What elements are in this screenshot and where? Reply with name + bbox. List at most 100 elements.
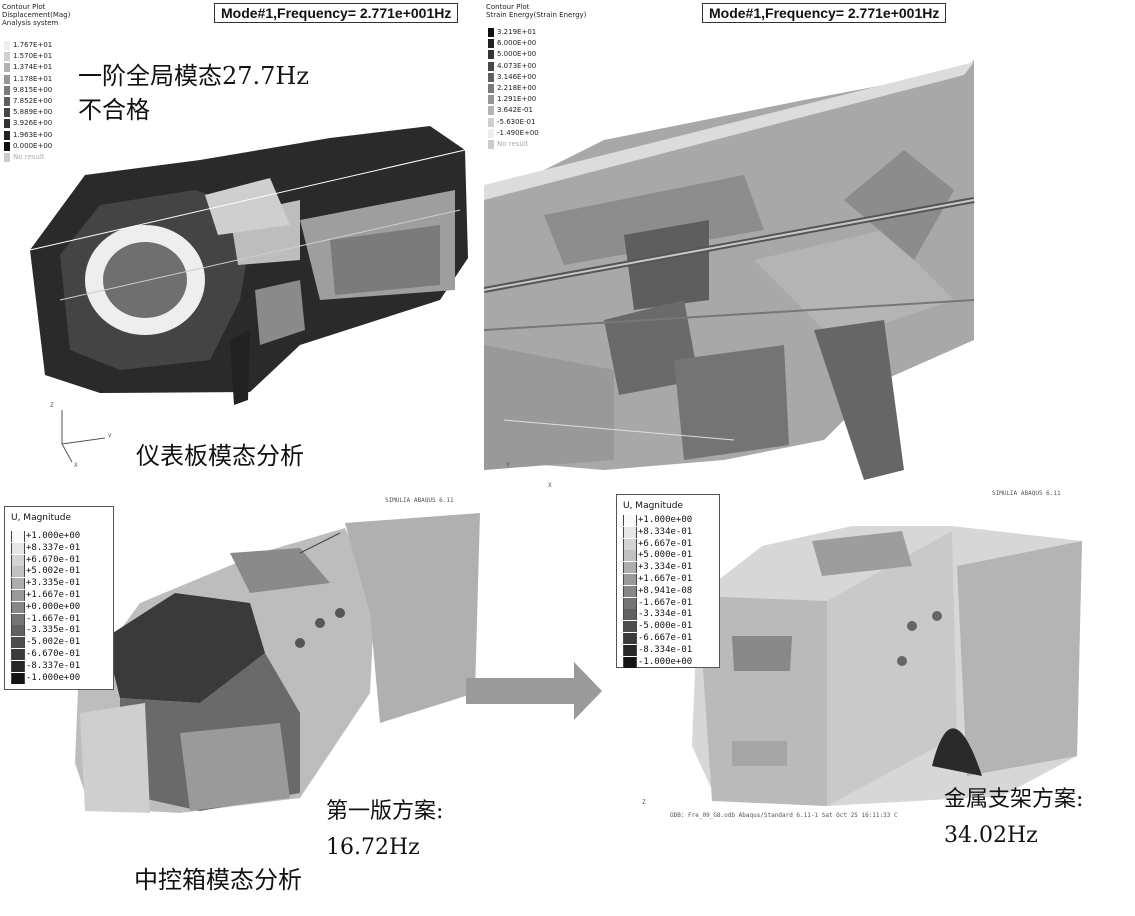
legend-value: +1.667e-01 bbox=[26, 590, 81, 600]
legend-value: -6.670e-01 bbox=[26, 649, 81, 659]
legend-value: 1.767E+01 bbox=[13, 41, 53, 49]
ip-displacement-render bbox=[29, 126, 468, 463]
legend-swatch bbox=[623, 609, 637, 621]
legend-value: 1.374E+01 bbox=[13, 63, 53, 72]
legend-value: +3.334e-01 bbox=[638, 562, 693, 573]
triad-y-label: Y bbox=[108, 433, 112, 440]
legend-value: 3.146E+00 bbox=[497, 72, 537, 81]
v1-scheme-label-line-1: 第一版方案: bbox=[326, 799, 444, 824]
panel-ip-strain-energy: Contour Plot Strain Energy(Strain Energy… bbox=[484, 0, 1134, 490]
metal-scheme-label-line-1: 金属支架方案: bbox=[944, 787, 1084, 812]
legend-value: -3.335e-01 bbox=[26, 625, 81, 636]
legend-value: -5.630E-01 bbox=[497, 117, 536, 126]
legend-value: -1.667e-01 bbox=[26, 613, 81, 624]
legend-value: -5.000e-01 bbox=[638, 621, 693, 632]
legend-value: 9.815E+00 bbox=[13, 85, 53, 94]
legend-swatch bbox=[4, 97, 10, 106]
legend-value: +0.000e+00 bbox=[26, 601, 81, 612]
legend-swatch bbox=[623, 562, 637, 574]
ip-header-line-2: Displacement(Mag) bbox=[2, 11, 71, 19]
legend-swatch bbox=[11, 590, 25, 601]
legend-value: 1.291E+00 bbox=[497, 95, 537, 104]
triad-x-label: X bbox=[74, 462, 78, 469]
legend-value: +8.941e-08 bbox=[638, 585, 693, 596]
legend-swatch bbox=[11, 554, 25, 566]
legend-swatch bbox=[488, 84, 494, 93]
legend-swatch bbox=[11, 649, 25, 660]
legend-value: 1.963E+00 bbox=[13, 130, 53, 139]
legend-swatch bbox=[4, 141, 10, 151]
global-mode-label-line-1: 一阶全局模态27.7Hz bbox=[76, 56, 312, 91]
legend-value: 3.219E+01 bbox=[497, 28, 537, 36]
metal-legend-title: U, Magnitude bbox=[623, 501, 683, 511]
legend-value: 4.073E+00 bbox=[497, 61, 537, 70]
legend-swatch bbox=[4, 153, 10, 162]
legend-swatch bbox=[11, 566, 25, 578]
legend-swatch bbox=[11, 578, 25, 590]
legend-swatch bbox=[11, 637, 25, 649]
legend-value: -1.490E+00 bbox=[497, 128, 539, 137]
legend-value: -8.334e-01 bbox=[638, 644, 693, 655]
triad-z-label: Z bbox=[50, 402, 54, 409]
legend-value: 3.642E-01 bbox=[497, 106, 533, 115]
comparison-arrow-icon bbox=[466, 662, 602, 720]
v1-u-magnitude-legend: U, Magnitude +1.000e+00+8.337e-01+6.670e… bbox=[4, 506, 114, 690]
legend-swatch bbox=[4, 119, 10, 129]
ip-mode-frequency: Mode#1,Frequency= 2.771e+001Hz bbox=[214, 3, 459, 23]
legend-swatch bbox=[4, 130, 10, 140]
legend-value: +1.000e+00 bbox=[638, 515, 693, 525]
legend-swatch bbox=[4, 108, 10, 118]
se-axis-y-label: Y bbox=[506, 462, 510, 469]
ip-strain-energy-render bbox=[484, 60, 975, 480]
legend-value: -1.000e+00 bbox=[638, 656, 693, 667]
console-metal-render bbox=[692, 526, 1082, 806]
legend-swatch bbox=[623, 597, 637, 609]
legend-value: +6.670e-01 bbox=[26, 554, 81, 565]
legend-swatch bbox=[11, 672, 25, 684]
legend-value: -8.337e-01 bbox=[26, 660, 81, 671]
legend-swatch bbox=[4, 52, 10, 62]
legend-swatch bbox=[4, 41, 10, 50]
legend-value: +3.335e-01 bbox=[26, 578, 81, 589]
legend-no-result-label: No result bbox=[13, 153, 45, 161]
legend-swatch bbox=[623, 633, 637, 644]
metal-u-magnitude-legend: U, Magnitude +1.000e+00+8.334e-01+6.667e… bbox=[616, 494, 720, 668]
legend-swatch bbox=[11, 660, 25, 672]
metal-watermark: SIMULIA ABAQUS 6.11 bbox=[992, 490, 1061, 497]
se-mode-frequency: Mode#1,Frequency= 2.771e+001Hz bbox=[702, 3, 947, 23]
ip-header-line-1: Contour Plot bbox=[2, 3, 46, 11]
se-header-line-1: Contour Plot bbox=[486, 3, 530, 11]
legend-swatch bbox=[488, 95, 494, 105]
legend-swatch bbox=[11, 601, 25, 613]
legend-swatch bbox=[4, 74, 10, 84]
legend-swatch bbox=[488, 128, 494, 138]
legend-value: 2.218E+00 bbox=[497, 84, 537, 92]
legend-swatch bbox=[623, 515, 637, 526]
legend-value: 0.000E+00 bbox=[13, 141, 53, 150]
legend-value: -5.002e-01 bbox=[26, 637, 81, 648]
legend-value: -1.000e+00 bbox=[26, 672, 81, 683]
global-mode-label-line-2: 不合格 bbox=[76, 90, 152, 125]
legend-swatch bbox=[488, 28, 494, 37]
legend-swatch bbox=[488, 117, 494, 127]
legend-value: -6.667e-01 bbox=[638, 633, 693, 643]
metal-scheme-label-line-2: 34.02Hz bbox=[944, 823, 1038, 848]
metal-odb-footer: ODB: Fre_09_G8.odb Abaqus/Standard 6.11-… bbox=[670, 812, 898, 819]
legend-swatch bbox=[623, 644, 637, 656]
se-header-line-2: Strain Energy(Strain Energy) bbox=[486, 11, 587, 19]
legend-swatch bbox=[623, 574, 637, 585]
panel-console-metal: SIMULIA ABAQUS 6.11 U, Magnitude +1.000e… bbox=[612, 486, 1135, 826]
v1-legend-title: U, Magnitude bbox=[11, 513, 71, 523]
se-axis-x-label: X bbox=[548, 482, 552, 489]
legend-value: +8.334e-01 bbox=[638, 526, 693, 537]
legend-swatch bbox=[623, 585, 637, 597]
v1-watermark: SIMULIA ABAQUS 6.11 bbox=[385, 497, 454, 504]
legend-swatch bbox=[623, 621, 637, 633]
legend-swatch bbox=[623, 656, 637, 668]
legend-swatch bbox=[488, 72, 494, 82]
legend-swatch bbox=[488, 39, 494, 49]
ip-header-line-3: Analysis system bbox=[2, 19, 59, 27]
legend-value: +1.000e+00 bbox=[26, 531, 81, 541]
